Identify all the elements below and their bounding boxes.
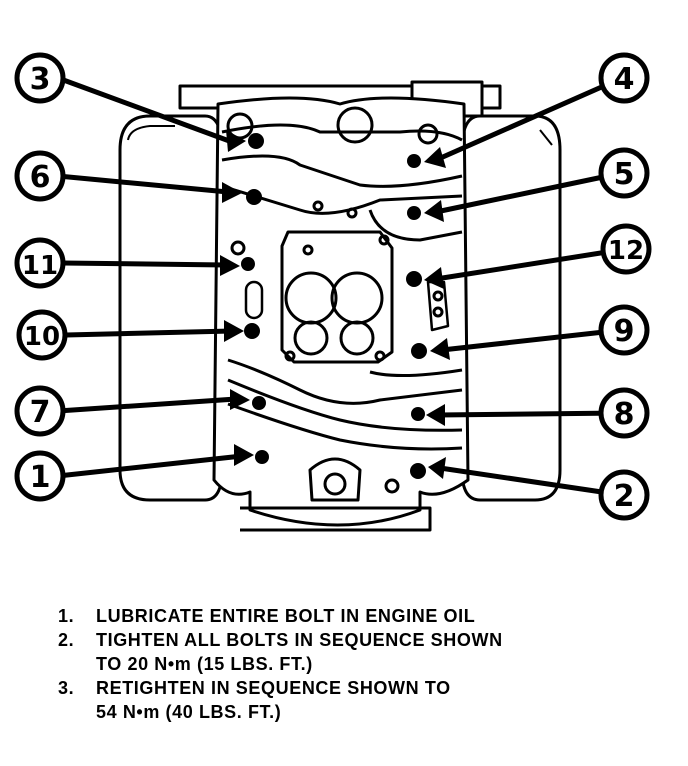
torque-instructions: 1. LUBRICATE ENTIRE BOLT IN ENGINE OIL 2…	[58, 604, 658, 724]
bolt-4	[407, 154, 421, 168]
instruction-2: 2. TIGHTEN ALL BOLTS IN SEQUENCE SHOWN T…	[58, 628, 658, 676]
instruction-1-text: LUBRICATE ENTIRE BOLT IN ENGINE OIL	[96, 604, 658, 628]
callout-4: 4	[598, 52, 650, 104]
intake-manifold-drawing	[118, 80, 562, 532]
callout-9: 9	[598, 304, 650, 356]
instruction-2-number: 2.	[58, 630, 75, 650]
callout-11: 11	[14, 237, 66, 289]
callout-12-label: 12	[608, 236, 644, 266]
bolt-11	[241, 257, 255, 271]
instruction-1-number: 1.	[58, 606, 75, 626]
callout-7: 7	[14, 385, 66, 437]
bolt-2	[410, 463, 426, 479]
callout-10: 10	[16, 309, 68, 361]
bolt-10	[244, 323, 260, 339]
bolt-6	[246, 189, 262, 205]
instruction-2-text: TIGHTEN ALL BOLTS IN SEQUENCE SHOWN TO 2…	[96, 628, 658, 676]
bolt-5	[407, 206, 421, 220]
callout-5-label: 5	[614, 157, 635, 192]
callout-11-label: 11	[22, 251, 58, 281]
instruction-2-line-2: TO 20 N•m (15 LBS. FT.)	[96, 654, 313, 674]
bolt-12	[406, 271, 422, 287]
bolt-8	[411, 407, 425, 421]
callout-8: 8	[598, 387, 650, 439]
bolt-7	[252, 396, 266, 410]
callout-3-label: 3	[30, 62, 51, 97]
callout-3: 3	[14, 52, 66, 104]
callout-10-label: 10	[24, 322, 60, 352]
bolt-9	[411, 343, 427, 359]
callout-12: 12	[600, 223, 652, 275]
callout-9-label: 9	[614, 314, 635, 349]
sequence-callouts: 3 6 11 10 7 1 4 5	[14, 52, 652, 521]
instruction-1-line-1: LUBRICATE ENTIRE BOLT IN ENGINE OIL	[96, 606, 476, 626]
leader-lines	[57, 75, 627, 498]
intake-manifold-diagram: 3 6 11 10 7 1 4 5	[14, 52, 652, 532]
instruction-3-number: 3.	[58, 678, 75, 698]
callout-4-label: 4	[614, 62, 635, 97]
callout-6: 6	[14, 150, 66, 202]
callout-6-label: 6	[30, 160, 51, 195]
callout-2: 2	[598, 469, 650, 521]
instruction-1: 1. LUBRICATE ENTIRE BOLT IN ENGINE OIL	[58, 604, 658, 628]
bolt-3	[248, 133, 264, 149]
manifold-bolts	[241, 133, 427, 479]
callout-8-label: 8	[614, 397, 635, 432]
callout-5: 5	[598, 147, 650, 199]
callout-1: 1	[14, 450, 66, 502]
callout-2-label: 2	[614, 479, 635, 514]
instruction-3: 3. RETIGHTEN IN SEQUENCE SHOWN TO 54 N•m…	[58, 676, 658, 724]
callout-1-label: 1	[30, 460, 51, 495]
instruction-3-line-2: 54 N•m (40 LBS. FT.)	[96, 702, 282, 722]
instruction-3-text: RETIGHTEN IN SEQUENCE SHOWN TO 54 N•m (4…	[96, 676, 658, 724]
callout-7-label: 7	[30, 395, 51, 430]
instruction-2-line-1: TIGHTEN ALL BOLTS IN SEQUENCE SHOWN	[96, 630, 503, 650]
instruction-3-line-1: RETIGHTEN IN SEQUENCE SHOWN TO	[96, 678, 451, 698]
bolt-1	[255, 450, 269, 464]
